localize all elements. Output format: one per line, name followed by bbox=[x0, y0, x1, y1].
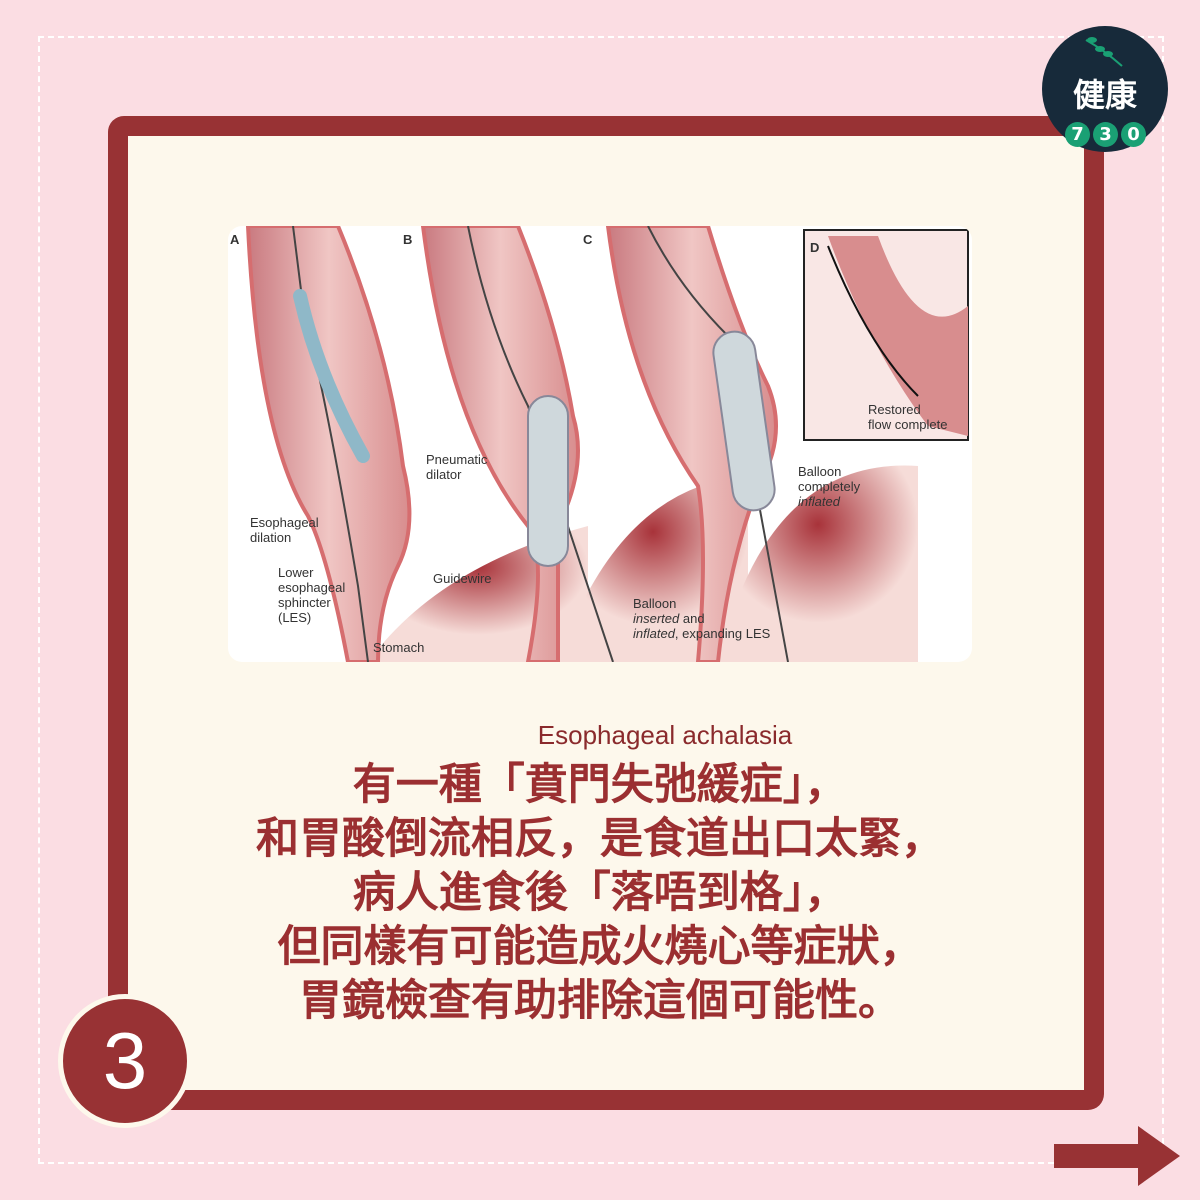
logo-text: 健康 bbox=[1072, 76, 1137, 114]
logo-digit: 3 bbox=[1093, 122, 1118, 147]
label-restored-flow: Restored flow complete bbox=[868, 402, 948, 432]
body-line: 病人進食後「落唔到格」， bbox=[352, 868, 848, 918]
label-pneumatic-dilator: Pneumatic dilator bbox=[426, 452, 488, 482]
achalasia-illustration: A B C D Pneumatic dilator Esophageal dil… bbox=[228, 226, 972, 662]
logo-digit: 0 bbox=[1121, 122, 1146, 147]
next-arrow-icon[interactable] bbox=[1054, 1124, 1184, 1188]
label-stomach: Stomach bbox=[373, 640, 425, 655]
body-line: 但同樣有可能造成火燒心等症狀， bbox=[277, 922, 923, 972]
logo-digit: 7 bbox=[1065, 122, 1090, 147]
leaf-icon bbox=[1085, 37, 1123, 67]
subtitle: Esophageal achalasia bbox=[537, 720, 793, 750]
body-text: 有一種「賁門失弛緩症」， 和胃酸倒流相反，是食道出口太緊， 病人進食後「落唔到格… bbox=[0, 758, 1200, 1028]
label-les: Lower esophageal sphincter (LES) bbox=[278, 565, 346, 625]
label-guidewire: Guidewire bbox=[433, 571, 492, 586]
health730-logo: 健康 7 3 0 bbox=[1042, 26, 1168, 152]
panel-label-a: A bbox=[230, 232, 240, 247]
panel-label-c: C bbox=[583, 232, 593, 247]
panel-d-inset bbox=[803, 229, 969, 441]
panel-label-d: D bbox=[810, 240, 820, 255]
panel-label-b: B bbox=[403, 232, 413, 247]
body-line: 有一種「賁門失弛緩症」， bbox=[352, 760, 848, 810]
page-number-badge: 3 bbox=[58, 994, 192, 1128]
body-line: 胃鏡檢查有助排除這個可能性。 bbox=[299, 976, 901, 1026]
body-line: 和胃酸倒流相反，是食道出口太緊， bbox=[256, 814, 944, 864]
label-esophageal-dilation: Esophageal dilation bbox=[250, 515, 319, 545]
dashed-border bbox=[38, 36, 1164, 1164]
panel-c bbox=[605, 226, 918, 662]
